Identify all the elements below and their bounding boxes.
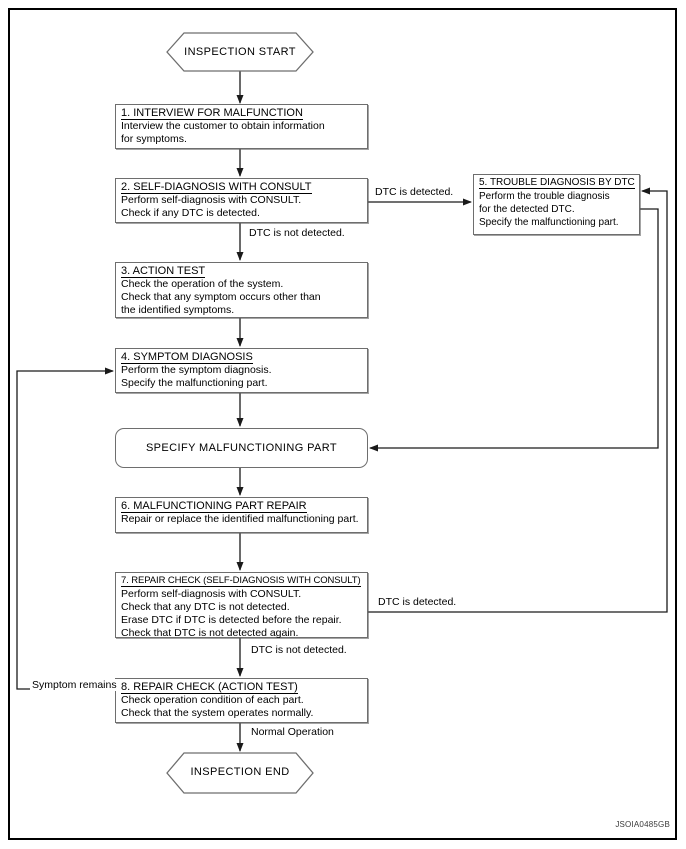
step5-box: 5. TROUBLE DIAGNOSIS BY DTC Perform the … (473, 174, 640, 235)
step8-line: Check that the system operates normally. (121, 706, 314, 719)
step7-title: 7. REPAIR CHECK (SELF-DIAGNOSIS WITH CON… (121, 575, 361, 587)
step8-box: 8. REPAIR CHECK (ACTION TEST) Check oper… (115, 678, 368, 723)
edge-label-normal-operation: Normal Operation (249, 726, 336, 738)
step2-line: Check if any DTC is detected. (121, 206, 260, 219)
step3-title: 3. ACTION TEST (121, 265, 206, 278)
step1-box: 1. INTERVIEW FOR MALFUNCTION Interview t… (115, 104, 368, 149)
step3-line: Check that any symptom occurs other than (121, 290, 321, 303)
step4-box: 4. SYMPTOM DIAGNOSIS Perform the symptom… (115, 348, 368, 393)
step2-box: 2. SELF-DIAGNOSIS WITH CONSULT Perform s… (115, 178, 368, 223)
end-terminator-label: INSPECTION END (190, 766, 290, 778)
start-terminator-shape (166, 32, 314, 72)
step5-line: for the detected DTC. (479, 204, 575, 215)
step4-title: 4. SYMPTOM DIAGNOSIS (121, 351, 253, 364)
step3-line: the identified symptoms. (121, 303, 235, 316)
page-border (8, 8, 677, 840)
edge-label-dtc-detected-top: DTC is detected. (373, 186, 456, 198)
step6-line: Repair or replace the identified malfunc… (121, 513, 359, 525)
step7-line: Erase DTC if DTC is detected before the … (121, 613, 342, 626)
step3-box: 3. ACTION TEST Check the operation of th… (115, 262, 368, 318)
step2-line: Perform self-diagnosis with CONSULT. (121, 194, 302, 206)
step6-box: 6. MALFUNCTIONING PART REPAIR Repair or … (115, 497, 368, 533)
edge-label-symptom-remains: Symptom remains (30, 679, 119, 691)
step7-box: 7. REPAIR CHECK (SELF-DIAGNOSIS WITH CON… (115, 572, 368, 639)
step7-line: Check that DTC is not detected again. (121, 626, 299, 639)
step8-title: 8. REPAIR CHECK (ACTION TEST) (121, 681, 298, 694)
figure-code: JSOIA0485GB (615, 820, 670, 829)
step8-line: Check operation condition of each part. (121, 694, 304, 706)
edge-b8-to-b4-feedback (16, 367, 116, 690)
step1-title: 1. INTERVIEW FOR MALFUNCTION (121, 107, 303, 120)
step5-line: Perform the trouble diagnosis (479, 191, 610, 202)
step3-line: Check the operation of the system. (121, 278, 284, 290)
step1-line: for symptoms. (121, 132, 187, 145)
specify-malfunctioning-part-box: SPECIFY MALFUNCTIONING PART (115, 428, 368, 468)
end-terminator-shape (166, 752, 314, 794)
edge-label-dtc-not-detected-bottom: DTC is not detected. (249, 644, 349, 656)
edge-label-dtc-not-detected-top: DTC is not detected. (247, 227, 347, 239)
step4-line: Specify the malfunctioning part. (121, 376, 268, 389)
start-terminator-label: INSPECTION START (184, 46, 296, 58)
edge-b7-to-b5-feedback (368, 187, 668, 613)
step5-title: 5. TROUBLE DIAGNOSIS BY DTC (479, 177, 635, 189)
step2-title: 2. SELF-DIAGNOSIS WITH CONSULT (121, 181, 312, 194)
edge-label-dtc-detected-bottom: DTC is detected. (376, 596, 459, 608)
edge-b5-to-specify (369, 208, 659, 452)
step4-line: Perform the symptom diagnosis. (121, 364, 272, 376)
step7-line: Check that any DTC is not detected. (121, 600, 290, 613)
step1-line: Interview the customer to obtain informa… (121, 120, 325, 132)
step6-title: 6. MALFUNCTIONING PART REPAIR (121, 500, 307, 513)
step5-line: Specify the malfunctioning part. (479, 217, 619, 228)
step7-line: Perform self-diagnosis with CONSULT. (121, 588, 302, 600)
